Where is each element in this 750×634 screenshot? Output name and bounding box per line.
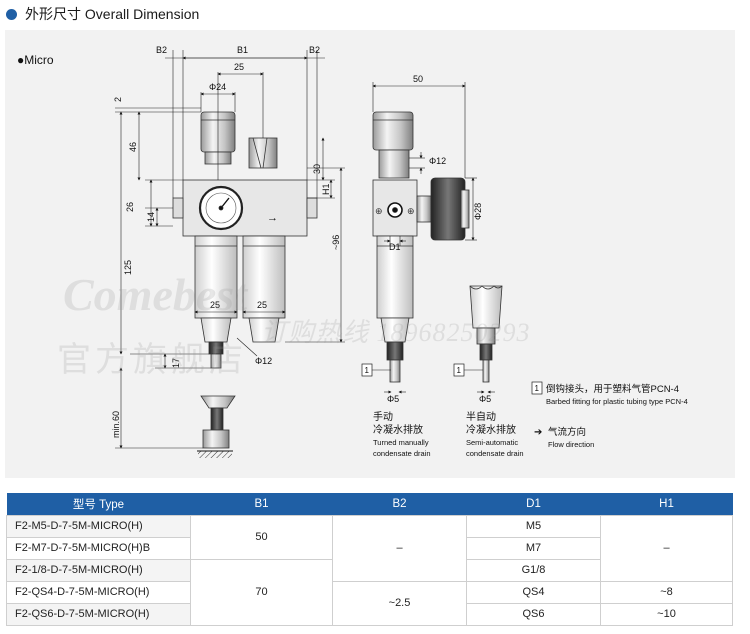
side-view: ⊕ ⊕ xyxy=(372,111,503,383)
dimension-table-wrap: 型号 Type B1 B2 D1 H1 F2-M5-D-7-5M-MICRO(H… xyxy=(6,493,733,626)
drain-captions: 手动 冷凝水排放 Turned manually condensate drai… xyxy=(373,410,524,458)
svg-text:condensate drain: condensate drain xyxy=(466,449,524,458)
svg-text:Φ5: Φ5 xyxy=(387,394,399,404)
cell-b2-top: – xyxy=(332,514,467,582)
svg-text:25: 25 xyxy=(210,300,220,310)
svg-text:Φ28: Φ28 xyxy=(473,203,483,220)
svg-text:气流方向: 气流方向 xyxy=(548,426,586,438)
cell-type: F2-M5-D-7-5M-MICRO(H) xyxy=(6,514,191,538)
cell-d1: G1/8 xyxy=(466,558,601,582)
flow-arrow-icon: ➔ xyxy=(534,427,542,438)
svg-text:25: 25 xyxy=(257,300,267,310)
svg-text:46: 46 xyxy=(128,142,138,152)
variant-label: ●Micro xyxy=(17,53,54,67)
svg-text:17: 17 xyxy=(171,358,181,368)
svg-text:倒钩接头，用于塑料气管PCN-4: 倒钩接头，用于塑料气管PCN-4 xyxy=(546,383,679,395)
cell-b1-top: 50 xyxy=(190,514,333,560)
svg-text:14: 14 xyxy=(146,212,156,222)
cell-type: F2-QS6-D-7-5M-MICRO(H) xyxy=(6,602,191,626)
header-h1: H1 xyxy=(600,493,733,515)
cell-b1-bottom: 70 xyxy=(190,558,333,626)
svg-text:Φ12: Φ12 xyxy=(429,156,446,166)
section-title: 外形尺寸 Overall Dimension xyxy=(25,6,200,22)
svg-text:30: 30 xyxy=(312,164,322,174)
svg-text:1: 1 xyxy=(535,384,540,393)
cell-type: F2-M7-D-7-5M-MICRO(H)B xyxy=(6,536,191,560)
svg-text:半自动: 半自动 xyxy=(466,410,496,423)
svg-text:2: 2 xyxy=(113,97,123,102)
header-b1: B1 xyxy=(190,493,333,515)
table-header-row: 型号 Type B1 B2 D1 H1 xyxy=(6,493,733,515)
table-row: F2-QS4-D-7-5M-MICRO(H) ~2.5 QS4 ~8 xyxy=(6,580,733,626)
svg-text:B1: B1 xyxy=(237,45,248,55)
svg-text:~96: ~96 xyxy=(331,235,341,250)
cell-d1: QS6 xyxy=(466,602,601,626)
side-dim-labels: 50 Φ12 Φ28 D1 Φ5 Φ5 xyxy=(387,74,491,404)
cell-type: F2-1/8-D-7-5M-MICRO(H) xyxy=(6,558,191,582)
svg-text:Semi-automatic: Semi-automatic xyxy=(466,438,518,447)
legend-notes: 倒钩接头，用于塑料气管PCN-4 Barbed fitting for plas… xyxy=(534,383,688,449)
svg-text:condensate drain: condensate drain xyxy=(373,449,431,458)
svg-text:冷凝水排放: 冷凝水排放 xyxy=(466,423,516,436)
svg-text:25: 25 xyxy=(234,62,244,72)
cell-h1: ~8 xyxy=(600,580,733,604)
side-dimensions xyxy=(371,82,495,394)
cell-d1: QS4 xyxy=(466,580,601,604)
svg-text:Φ24: Φ24 xyxy=(209,82,226,92)
item-tags: 1 1 1 xyxy=(361,363,543,395)
cell-h1-top: – xyxy=(600,514,733,582)
svg-text:⊕: ⊕ xyxy=(375,206,383,216)
svg-text:→: → xyxy=(267,212,278,224)
svg-text:D1: D1 xyxy=(389,242,401,252)
cell-type: F2-QS4-D-7-5M-MICRO(H) xyxy=(6,580,191,604)
header-bullet-icon xyxy=(6,8,17,20)
svg-text:B2: B2 xyxy=(309,45,320,55)
dimension-table: 型号 Type B1 B2 D1 H1 F2-M5-D-7-5M-MICRO(H… xyxy=(6,493,733,626)
svg-text:H1: H1 xyxy=(321,183,331,195)
svg-text:1: 1 xyxy=(365,366,370,375)
technical-drawing-svg: ●Micro → xyxy=(17,45,688,458)
svg-text:⊕: ⊕ xyxy=(407,206,415,216)
cell-b2-bottom: ~2.5 xyxy=(332,580,467,626)
svg-text:min.60: min.60 xyxy=(111,411,121,438)
svg-text:125: 125 xyxy=(123,260,133,275)
svg-text:50: 50 xyxy=(413,74,423,84)
header-type: 型号 Type xyxy=(6,493,191,515)
cell-h1: ~10 xyxy=(600,602,733,626)
section-header: 外形尺寸 Overall Dimension xyxy=(6,4,199,24)
svg-text:Turned manually: Turned manually xyxy=(373,438,429,447)
front-dimensions xyxy=(115,50,345,449)
table-row: F2-QS6-D-7-5M-MICRO(H) QS6 ~10 xyxy=(6,602,733,626)
svg-text:B2: B2 xyxy=(156,45,167,55)
dimension-drawing: ●Micro → xyxy=(5,30,735,478)
header-d1: D1 xyxy=(466,493,601,515)
svg-text:Φ12: Φ12 xyxy=(255,356,272,366)
svg-text:手动: 手动 xyxy=(373,410,393,423)
svg-text:Barbed fitting for plastic tub: Barbed fitting for plastic tubing type P… xyxy=(546,397,688,406)
front-view: → xyxy=(172,111,318,458)
svg-text:26: 26 xyxy=(125,202,135,212)
svg-text:Φ5: Φ5 xyxy=(479,394,491,404)
cell-d1: M7 xyxy=(466,536,601,560)
table-row: F2-M5-D-7-5M-MICRO(H) 50 – M5 – xyxy=(6,514,733,582)
svg-text:冷凝水排放: 冷凝水排放 xyxy=(373,423,423,436)
cell-d1: M5 xyxy=(466,514,601,538)
svg-text:1: 1 xyxy=(457,366,462,375)
svg-text:Flow direction: Flow direction xyxy=(548,440,594,449)
front-dim-labels: B2 B1 B2 25 Φ24 125 2 46 26 14 17 min.60… xyxy=(111,45,341,438)
header-b2: B2 xyxy=(332,493,467,515)
